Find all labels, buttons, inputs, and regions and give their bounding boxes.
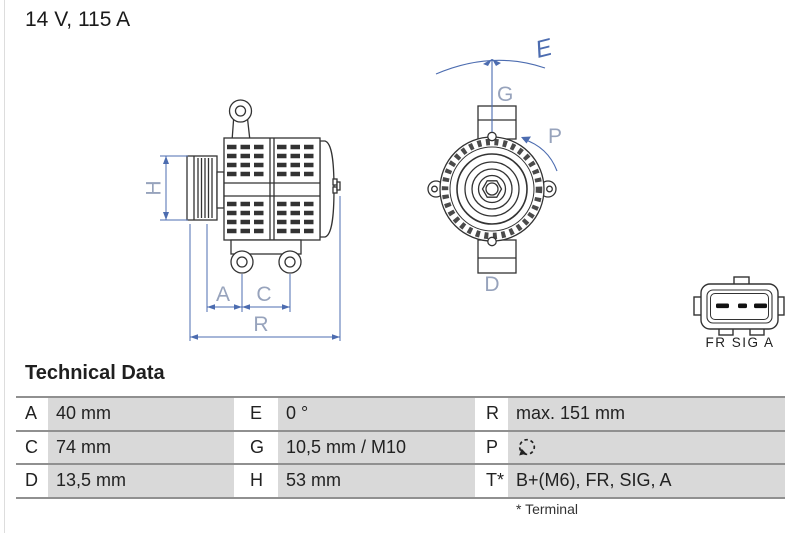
value-g: 10,5 mm / M10: [278, 431, 475, 463]
dim-label-r: R: [253, 313, 268, 336]
bottom-bracket: [230, 239, 302, 255]
alternator-body: [223, 137, 321, 241]
through-bolt-top: [487, 131, 497, 142]
alternator-front-view: [427, 105, 557, 274]
page-left-border: [4, 0, 5, 533]
value-d: 13,5 mm: [48, 465, 234, 497]
dim-label-c: C: [256, 283, 271, 306]
terminal-footnote: * Terminal: [516, 501, 578, 517]
row-key-t: T*: [486, 470, 504, 491]
front-bottom-lug: [477, 239, 517, 274]
table-row: A 40 mm E 0 ° R max. 151 mm: [16, 396, 785, 430]
rear-cover: [319, 140, 335, 238]
dimension-arrowheads: [163, 156, 340, 340]
top-mount-hole: [234, 105, 247, 117]
pin-fr: [716, 303, 729, 309]
product-rating-title: 14 V, 115 A: [25, 8, 131, 31]
row-key-r: R: [486, 403, 499, 424]
table-row: C 74 mm G 10,5 mm / M10 P: [16, 429, 785, 464]
pulley-hub: [216, 171, 225, 209]
dim-label-d: D: [484, 273, 499, 296]
pin-sig: [738, 303, 747, 309]
table-row: D 13,5 mm H 53 mm T* B+(M6), FR, SIG, A: [16, 463, 785, 499]
shaft-hex-nut: [481, 180, 503, 198]
value-h: 53 mm: [278, 465, 475, 497]
row-key-p: P: [486, 436, 499, 457]
alternator-side-view: [186, 99, 341, 274]
value-r: max. 151 mm: [508, 398, 785, 430]
front-top-lug: [477, 105, 517, 140]
dim-label-p: P: [548, 125, 562, 148]
vent-slot-ring: [441, 138, 543, 240]
technical-data-table: A 40 mm E 0 ° R max. 151 mm C 74 mm G 10…: [16, 396, 785, 499]
row-key-g: G: [250, 436, 265, 457]
dim-label-g: G: [497, 83, 513, 106]
row-key-e: E: [250, 403, 263, 424]
cell-gap: [234, 465, 247, 497]
dim-label-e: E: [533, 34, 556, 64]
connector-pins: [716, 303, 767, 309]
through-bolt-bottom: [487, 236, 497, 247]
row-key-c: C: [25, 436, 38, 457]
row-key-d: D: [25, 470, 38, 491]
connector-diagram: [693, 276, 785, 336]
cooling-fins-rear: [277, 144, 317, 234]
cooling-fins-front: [227, 144, 267, 234]
pin-a: [754, 303, 767, 309]
value-a: 40 mm: [48, 398, 234, 430]
technical-drawings: H A C R: [143, 34, 785, 350]
connector-pin-labels: FR SIG A: [705, 335, 774, 350]
row-key-a: A: [25, 403, 38, 424]
value-c: 74 mm: [48, 431, 234, 463]
dim-label-a: A: [216, 283, 230, 306]
row-key-h: H: [250, 470, 263, 491]
value-p: [508, 431, 785, 463]
dim-label-h: H: [143, 180, 166, 195]
side-view-dimension-lines: [160, 155, 341, 341]
front-housing: [439, 136, 545, 242]
angle-e-arc: [435, 59, 546, 75]
technical-data-heading: Technical Data: [25, 362, 165, 384]
counterclockwise-rotation-icon: [518, 439, 536, 456]
front-view-annotations: [435, 59, 558, 172]
cell-gap: [234, 432, 247, 464]
cell-gap: [234, 398, 247, 430]
value-t: B+(M6), FR, SIG, A: [508, 465, 785, 497]
value-e: 0 °: [278, 398, 475, 430]
